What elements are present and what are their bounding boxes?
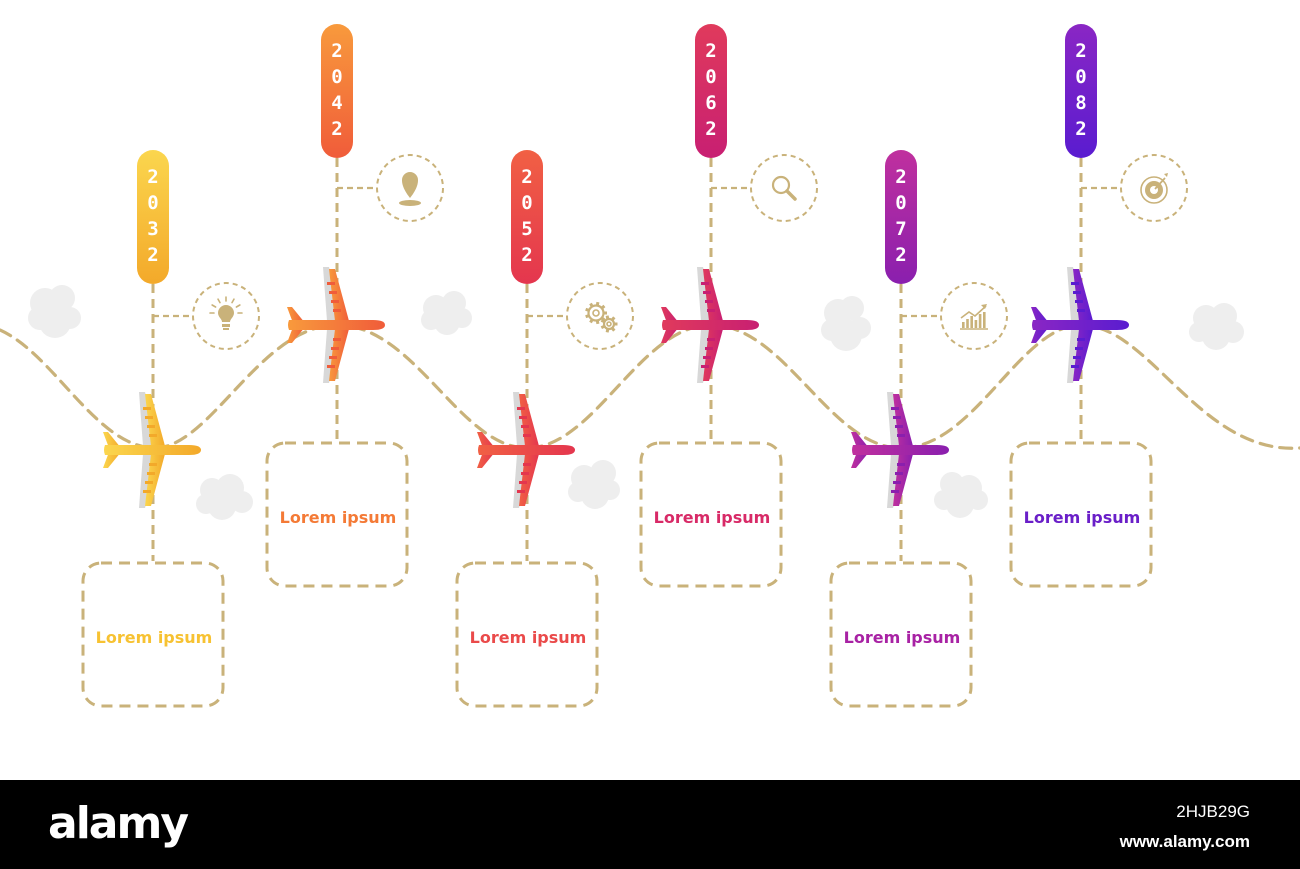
brand-logo: alamy (48, 798, 189, 849)
airplane-icon (287, 267, 385, 383)
watermark-bar: alamy 2HJB29G www.alamy.com (0, 780, 1300, 869)
target-icon (1140, 173, 1168, 204)
cloud (568, 460, 620, 509)
cloud (421, 291, 472, 335)
year-pill (885, 150, 917, 284)
milestone-box (81, 561, 225, 708)
year-pill (137, 150, 169, 284)
bar-chart-icon (960, 304, 988, 330)
year-pill (695, 24, 727, 158)
milestone-box (265, 441, 409, 588)
milestone-label: Lorem ipsum (96, 628, 213, 647)
year-pill (511, 150, 543, 284)
milestone-label: Lorem ipsum (1024, 508, 1141, 527)
cloud (934, 472, 988, 518)
cloud (821, 296, 871, 351)
cloud (1189, 303, 1244, 350)
magnifier-icon (771, 175, 797, 201)
airplane-icon (103, 392, 201, 508)
cloud (28, 285, 81, 338)
milestone-box (639, 441, 783, 588)
year-pill (1065, 24, 1097, 158)
icon-circle (750, 154, 818, 222)
image-id: 2HJB29G (1176, 802, 1250, 821)
airplane-icon (1031, 267, 1129, 383)
flight-path (0, 323, 1300, 450)
site-url: www.alamy.com (1119, 832, 1250, 851)
milestone-label: Lorem ipsum (654, 508, 771, 527)
cloud (196, 474, 253, 520)
gears-icon (585, 301, 618, 333)
airplane-icon (851, 392, 949, 508)
map-pin-icon (399, 172, 421, 206)
milestone-box (455, 561, 599, 708)
lightbulb-icon (209, 296, 243, 330)
airplane-icon (477, 392, 575, 508)
airplane-icon (661, 267, 759, 383)
year-pill (321, 24, 353, 158)
milestone-label: Lorem ipsum (470, 628, 587, 647)
milestone-label: Lorem ipsum (844, 628, 961, 647)
milestone-box (1009, 441, 1153, 588)
icon-circle (566, 282, 634, 350)
milestone-label: Lorem ipsum (280, 508, 397, 527)
milestone-box (829, 561, 973, 708)
